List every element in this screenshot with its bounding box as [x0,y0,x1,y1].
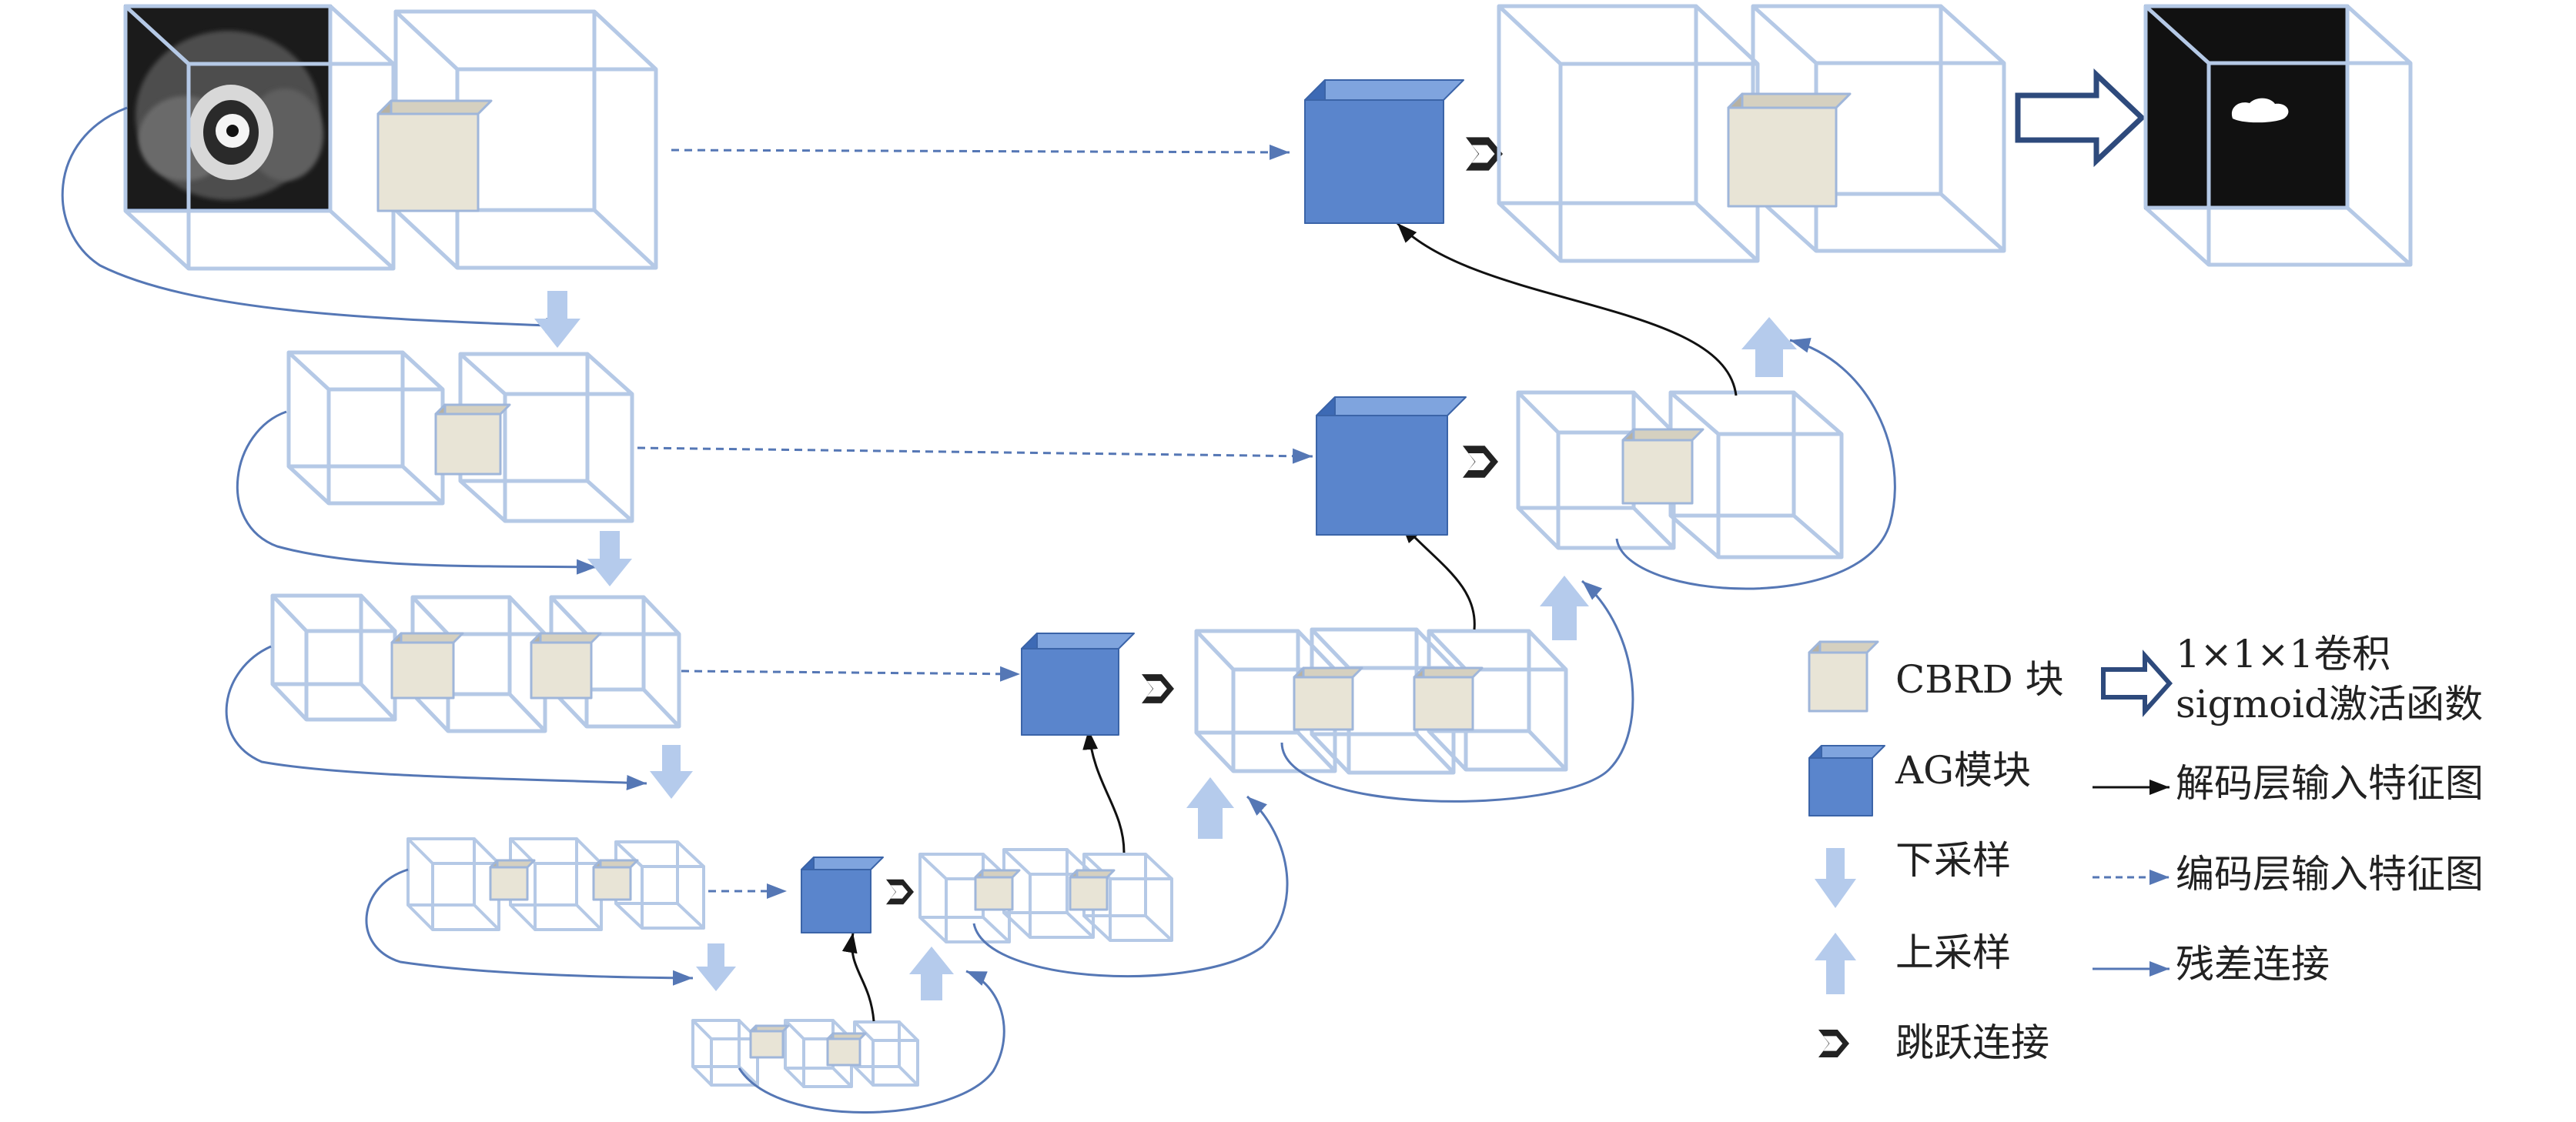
ag-module [801,857,884,933]
downsample-arrow [587,531,632,586]
residual-connection [1280,579,1634,803]
legend-conv-arrow-icon [2101,649,2173,717]
decoder-input-line [1400,522,1476,630]
encoder-level-3 [225,593,1021,799]
wire-cube [1497,4,1760,263]
residual-connection [738,970,1005,1114]
skip-connection-icon [1466,137,1503,171]
skip-connection-icon [886,879,914,905]
upsample-arrow [1741,317,1797,377]
cbrd-block [530,632,602,700]
legend-icons [1808,640,2173,1057]
wire-cube [691,1019,759,1087]
wire-cube [270,593,397,722]
cbrd-block [974,869,1021,911]
bottleneck [691,932,1005,1114]
wire-cube [406,837,500,931]
ag-module [1304,79,1464,224]
cbrd-block [376,99,493,212]
downsample-arrow [650,745,693,799]
cbrd-block [1621,428,1705,505]
legend-conv-label-2: sigmoid激活函数 [2176,682,2483,726]
output-conv-arrow [2015,68,2146,168]
cbrd-block [1293,666,1363,731]
cbrd-block [390,632,464,700]
legend: CBRD 块 AG模块 下采样 上采样 跳跃连接 1×1×1卷积 sigmoid… [1895,632,2484,1065]
encoder-level-2 [236,350,1313,586]
legend-residual-label: 残差连接 [2176,942,2330,987]
legend-skip-icon [1818,1030,1849,1057]
residual-connection [225,645,647,791]
wire-cube [853,1020,919,1087]
upsample-arrow [909,947,954,1000]
wire-cube [2143,4,2413,267]
legend-ag-label: AG模块 [1895,748,2031,793]
legend-cbrd-label: CBRD 块 [1895,657,2064,702]
encoder-level-4 [365,837,787,991]
encoder-skip-line [671,144,1290,160]
downsample-arrow [696,943,736,991]
skip-connection-icon [1463,446,1498,478]
input-ct-image [124,5,332,212]
legend-encoder-label: 编码层输入特征图 [2176,852,2484,897]
residual-connection [61,106,567,333]
wire-cube [614,840,705,930]
cbrd-block [1413,666,1484,731]
upsample-arrow [1186,777,1234,839]
decoder-level-4 [801,729,1289,1000]
legend-downsample-icon [1815,848,1856,908]
decoder-level-2 [1316,222,1896,640]
residual-connection [972,795,1289,977]
legend-downsample-label: 下采样 [1895,838,2011,883]
downsample-arrow [534,291,580,348]
cbrd-block [434,403,511,476]
upsample-arrow [1540,576,1589,640]
residual-connection [236,410,597,575]
decoder-level-3 [1021,522,1634,839]
legend-skip-label: 跳跃连接 [1895,1020,2049,1065]
legend-decoder-label: 解码层输入特征图 [2176,761,2484,806]
encoder-level-1 [61,4,1290,348]
decoder-level-1 [1304,4,2413,377]
cbrd-block [749,1024,790,1059]
wire-cube [1668,390,1844,559]
decoder-input-line [1396,222,1738,396]
residual-connection [1615,338,1896,590]
residual-connection [365,868,694,986]
legend-cbrd-icon [1808,640,1879,713]
wire-cube [286,350,445,506]
legend-upsample-label: 上采样 [1895,930,2011,975]
output-mask [2144,5,2349,209]
encoder-skip-line [637,446,1313,464]
decoder-input-line [841,932,875,1022]
cbrd-block [489,859,536,901]
cbrd-block [1069,869,1116,911]
legend-conv-label-1: 1×1×1卷积 [2176,632,2390,676]
skip-connection-icon [1142,674,1174,703]
cbrd-block [826,1032,867,1067]
legend-upsample-icon [1815,933,1856,994]
decoder-input-line [1082,729,1126,853]
ag-module [1021,633,1135,736]
cbrd-block [1727,92,1852,208]
encoder-skip-line [681,666,1021,682]
ag-module [1316,396,1467,536]
legend-ag-icon [1808,745,1885,816]
cbrd-block [592,859,639,901]
